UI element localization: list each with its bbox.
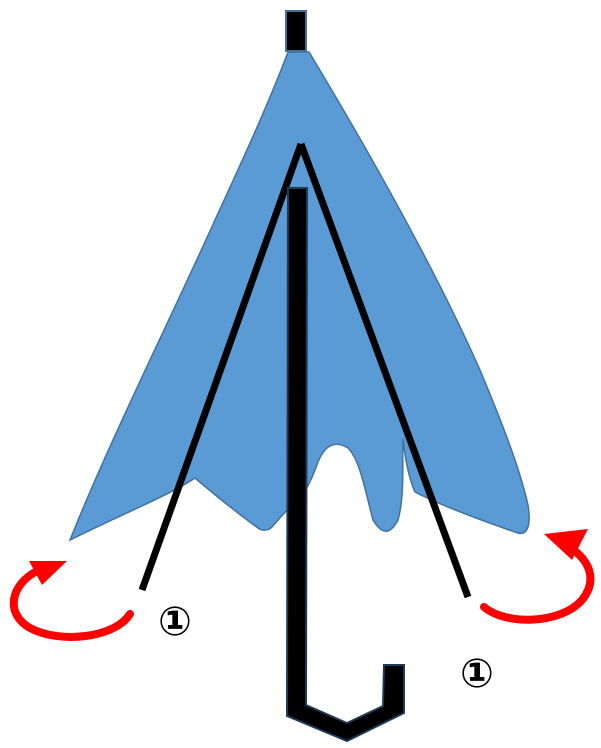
- rib-left: [138, 142, 305, 592]
- umbrella-shaft-handle: [285, 187, 405, 743]
- rotation-arrow-right: [480, 542, 595, 624]
- step-label-right: ①: [460, 651, 494, 697]
- umbrella-tip: [285, 10, 307, 52]
- rib-right: [297, 142, 472, 599]
- rotation-arrow-right-head: [544, 529, 588, 560]
- rotation-arrow-left-head: [29, 561, 67, 585]
- rotation-arrow-left: [9, 567, 134, 641]
- step-label-left: ①: [158, 599, 192, 645]
